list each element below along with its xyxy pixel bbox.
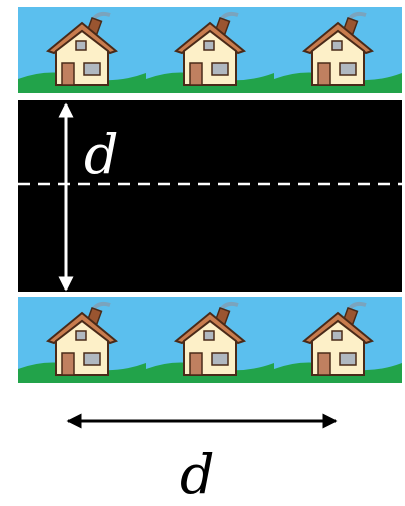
house-row-bottom	[18, 297, 402, 383]
scene-svg	[18, 0, 402, 429]
house-row-top	[18, 7, 402, 93]
house-icon	[18, 7, 146, 93]
road-width-label: d	[84, 123, 119, 186]
spacing-label: d	[180, 443, 215, 506]
house-icon	[18, 297, 146, 383]
diagram-root: d d	[18, 0, 402, 502]
road	[18, 100, 402, 292]
house-icon	[146, 297, 274, 383]
house-icon	[274, 297, 402, 383]
house-icon	[274, 7, 402, 93]
house-icon	[146, 7, 274, 93]
